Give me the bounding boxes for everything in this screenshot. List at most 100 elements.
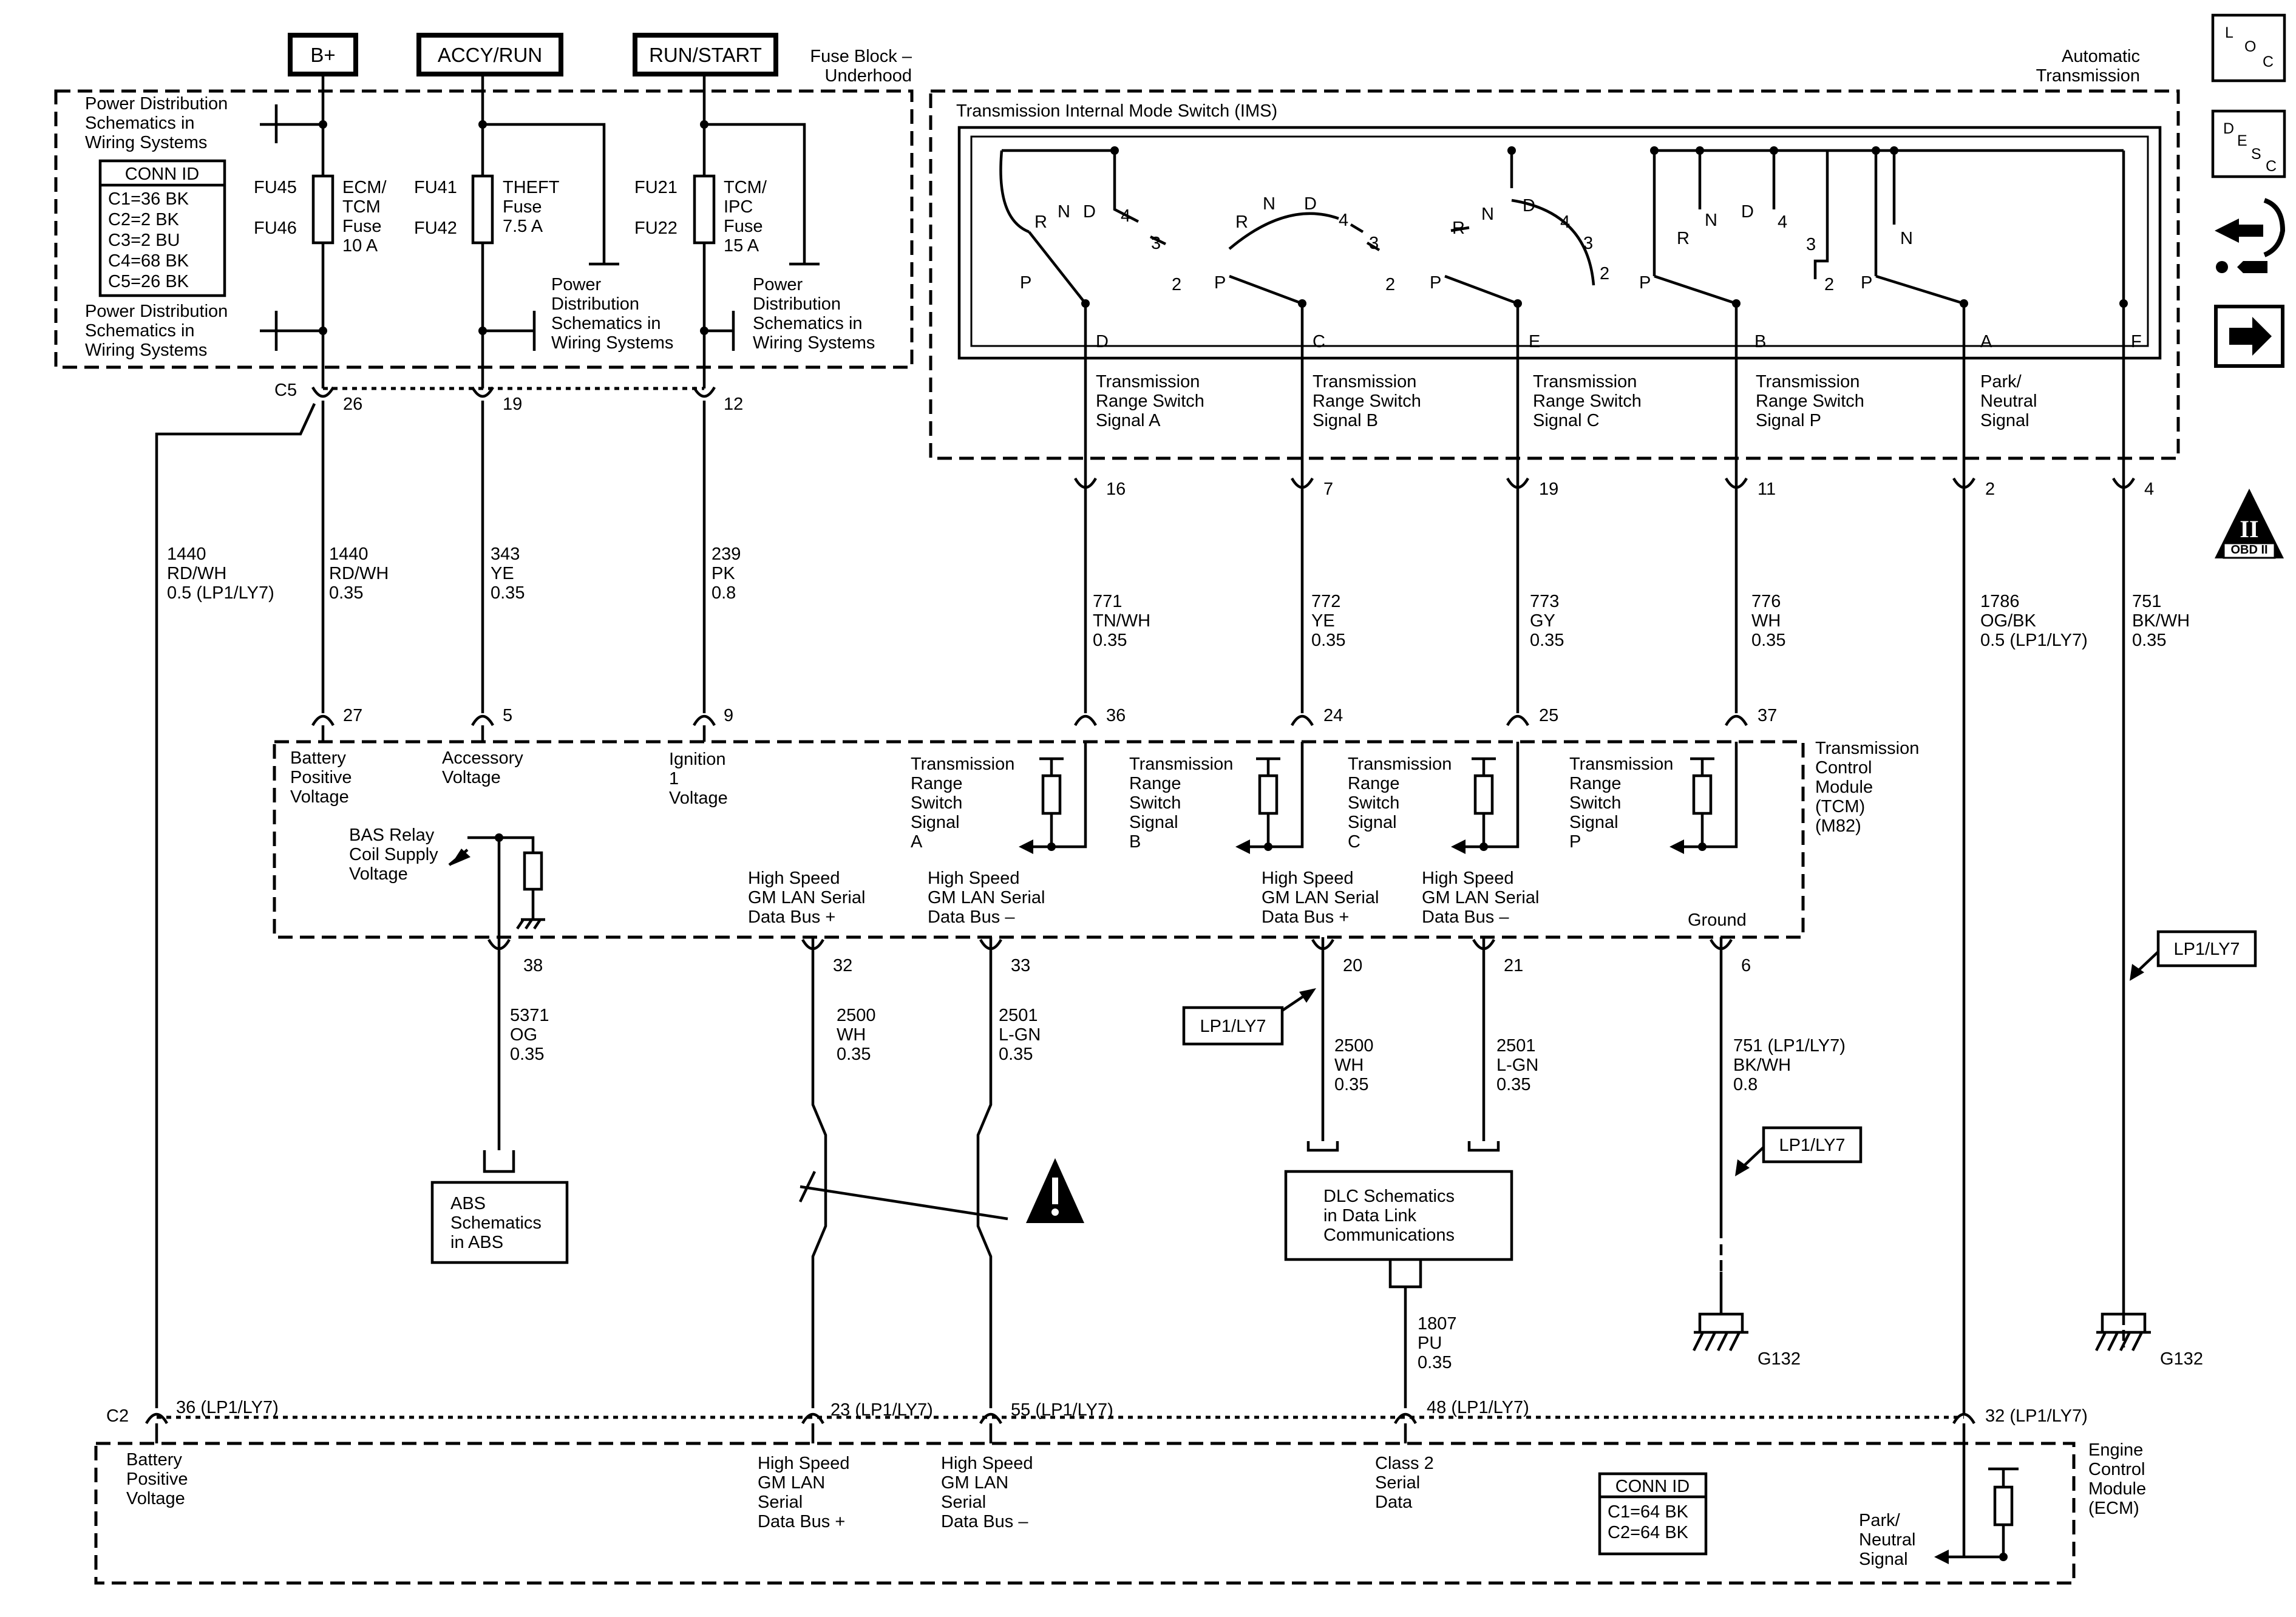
svg-text:Schematics in: Schematics in [85, 114, 195, 133]
svg-text:0.35: 0.35 [491, 583, 525, 603]
next-arrow-icon[interactable] [2214, 305, 2284, 368]
wire-labels-ims: 771 TN/WH 0.35 772 YE 0.35 773 GY 0.35 7… [1093, 592, 2190, 650]
svg-text:Control: Control [2088, 1460, 2145, 1479]
svg-text:239: 239 [712, 544, 741, 564]
svg-text:BK/WH: BK/WH [1733, 1056, 1791, 1075]
svg-text:Fuse: Fuse [342, 217, 381, 236]
ims-switch-b: P R N D 4 3 2 C [1214, 194, 1395, 351]
svg-text:C: C [1313, 332, 1325, 351]
svg-text:37: 37 [1758, 706, 1777, 725]
svg-text:Power: Power [753, 275, 803, 294]
svg-text:D: D [1304, 194, 1317, 214]
svg-text:Transmission: Transmission [1313, 372, 1416, 392]
svg-text:FU41: FU41 [414, 178, 457, 197]
svg-text:Park/: Park/ [1859, 1511, 1901, 1530]
svg-text:0.35: 0.35 [329, 583, 363, 603]
svg-text:Transmission: Transmission [1348, 754, 1452, 774]
svg-text:11: 11 [1758, 480, 1776, 499]
svg-text:23 (LP1/LY7): 23 (LP1/LY7) [830, 1400, 933, 1420]
svg-text:II: II [2240, 515, 2258, 543]
svg-text:Signal A: Signal A [1096, 411, 1161, 430]
svg-text:P: P [1214, 273, 1226, 293]
svg-text:Signal P: Signal P [1756, 411, 1821, 430]
svg-text:D: D [1096, 332, 1109, 351]
svg-text:343: 343 [491, 544, 520, 564]
svg-text:TCM/: TCM/ [724, 178, 767, 197]
svg-text:G132: G132 [1758, 1349, 1801, 1369]
svg-text:19: 19 [1539, 480, 1558, 499]
ecm-park-neutral-circuit [1934, 1423, 2019, 1564]
svg-text:Control: Control [1815, 758, 1872, 778]
fuse-tcm-ipc: FU21 FU22 TCM/ IPC Fuse 15 A Power Distr… [634, 120, 875, 388]
svg-text:55 (LP1/LY7): 55 (LP1/LY7) [1011, 1400, 1113, 1420]
loc-icon[interactable]: L O C [2211, 13, 2286, 83]
svg-text:GM LAN: GM LAN [941, 1473, 1008, 1493]
svg-text:Fuse: Fuse [503, 197, 542, 217]
svg-text:LP1/LY7: LP1/LY7 [1200, 1017, 1266, 1036]
svg-text:DLC Schematics: DLC Schematics [1323, 1187, 1455, 1206]
svg-text:Engine: Engine [2088, 1440, 2143, 1460]
svg-text:YE: YE [491, 564, 514, 583]
dlc-wires: 2500 WH 0.35 2501 L-GN 0.35 [1306, 956, 1538, 1152]
svg-text:FU22: FU22 [634, 219, 678, 238]
svg-text:32: 32 [833, 956, 852, 975]
svg-text:0.35: 0.35 [999, 1045, 1033, 1064]
svg-text:776: 776 [1751, 592, 1781, 611]
svg-text:B: B [1129, 832, 1141, 852]
svg-text:LP1/LY7: LP1/LY7 [2173, 940, 2240, 959]
svg-text:C2=2 BK: C2=2 BK [108, 210, 180, 229]
svg-text:O: O [2244, 38, 2256, 55]
ims-switch-p: P R N D 4 3 2 B [1639, 146, 1880, 351]
tcm-outline [273, 740, 1805, 939]
svg-text:5371: 5371 [510, 1006, 549, 1025]
svg-text:High Speed: High Speed [1422, 869, 1514, 888]
svg-text:L-GN: L-GN [1496, 1056, 1538, 1075]
svg-text:(TCM): (TCM) [1815, 797, 1865, 816]
desc-icon[interactable]: D E S C [2211, 109, 2286, 178]
bus-b-plus: B+ [288, 33, 358, 76]
svg-text:N: N [1058, 202, 1070, 222]
svg-text:21: 21 [1504, 956, 1523, 975]
svg-text:PK: PK [712, 564, 735, 583]
svg-text:ABS: ABS [450, 1194, 486, 1213]
svg-text:G132: G132 [2160, 1349, 2203, 1369]
svg-text:P: P [1639, 273, 1651, 293]
svg-text:Signal: Signal [1129, 813, 1178, 832]
svg-text:4: 4 [2144, 480, 2154, 499]
svg-text:PU: PU [1418, 1334, 1442, 1353]
connector-tool-icon[interactable] [2215, 198, 2286, 273]
svg-text:1: 1 [669, 769, 679, 788]
svg-text:4: 4 [1339, 211, 1348, 230]
svg-text:2: 2 [1600, 264, 1609, 283]
svg-text:24: 24 [1323, 706, 1343, 725]
svg-text:Range: Range [1129, 774, 1181, 793]
ecm-connector-c2: C2 36 (LP1/LY7) 23 (LP1/LY7) 55 (LP1/LY7… [106, 1398, 2088, 1443]
svg-text:GM LAN: GM LAN [758, 1473, 825, 1493]
svg-text:D: D [1523, 196, 1535, 215]
dlc-reference: DLC Schematics in Data Link Communicatio… [1284, 1170, 1513, 1408]
svg-text:LP1/LY7: LP1/LY7 [1779, 1136, 1845, 1155]
svg-text:Voltage: Voltage [126, 1489, 185, 1508]
svg-text:38: 38 [523, 956, 543, 975]
svg-text:C: C [2263, 53, 2274, 70]
svg-text:FU46: FU46 [254, 219, 297, 238]
tcm-lan-labels: High Speed GM LAN Serial Data Bus + High… [748, 869, 1747, 930]
svg-text:D: D [2223, 120, 2234, 137]
svg-text:ECM/: ECM/ [342, 178, 387, 197]
svg-text:CONN ID: CONN ID [1615, 1477, 1690, 1496]
svg-text:Serial: Serial [941, 1493, 986, 1512]
ims-switch-a: P R N D 4 3 2 D [999, 146, 1181, 351]
tcm-range-p: Transmission Range Switch Signal P [1569, 742, 1738, 854]
svg-text:Voltage: Voltage [442, 768, 501, 787]
svg-text:19: 19 [503, 395, 522, 414]
svg-text:33: 33 [1011, 956, 1030, 975]
svg-text:Data Bus +: Data Bus + [758, 1512, 845, 1531]
ims-box [957, 126, 2162, 360]
bas-relay-circuit [448, 833, 545, 956]
svg-text:3: 3 [1806, 235, 1816, 254]
svg-text:0.35: 0.35 [1418, 1353, 1452, 1372]
svg-text:C1=64 BK: C1=64 BK [1608, 1502, 1689, 1522]
svg-text:36 (LP1/LY7): 36 (LP1/LY7) [176, 1398, 279, 1417]
fuse-theft: FU41 FU42 THEFT Fuse 7.5 A Power Distrib… [414, 120, 673, 388]
